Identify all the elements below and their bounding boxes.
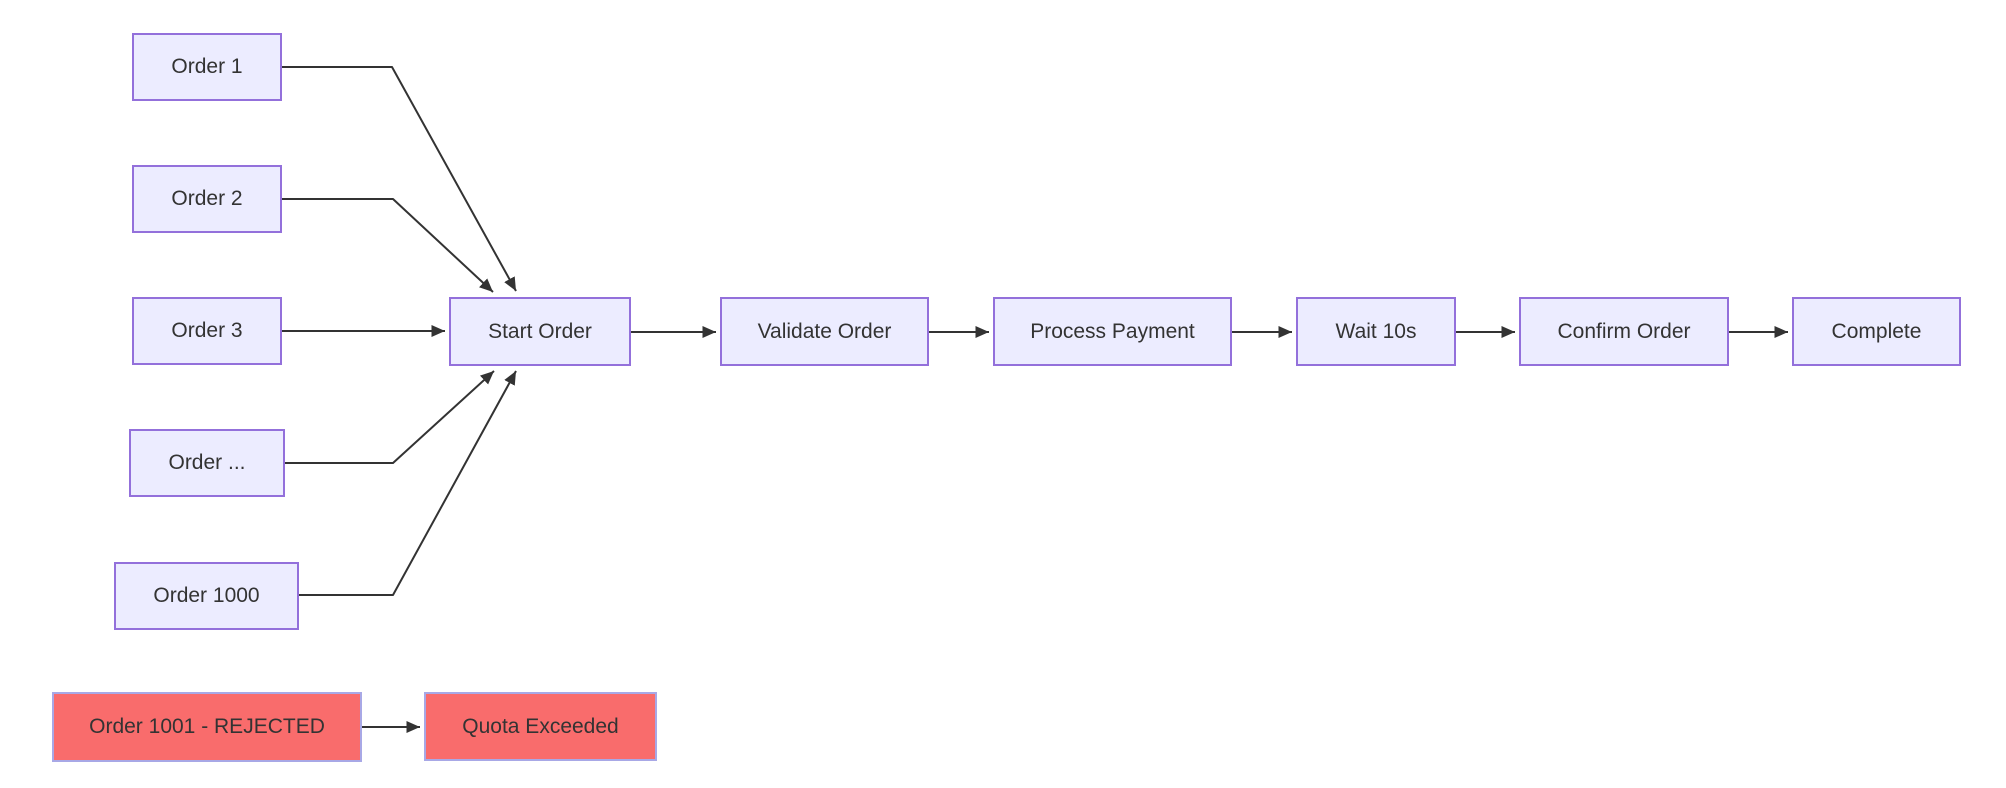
node-label: Complete xyxy=(1831,319,1922,343)
node-label: Order ... xyxy=(168,451,246,475)
node-process-payment: Process Payment xyxy=(993,297,1232,366)
node-order-3: Order 3 xyxy=(132,297,282,365)
node-confirm-order: Confirm Order xyxy=(1519,297,1729,366)
node-order-ellipsis: Order ... xyxy=(129,429,285,497)
node-label: Confirm Order xyxy=(1557,319,1691,343)
node-label: Process Payment xyxy=(1030,319,1195,343)
node-validate-order: Validate Order xyxy=(720,297,929,366)
node-label: Quota Exceeded xyxy=(462,714,619,738)
node-order-1001-rejected: Order 1001 - REJECTED xyxy=(52,692,362,762)
node-order-2: Order 2 xyxy=(132,165,282,233)
node-label: Wait 10s xyxy=(1335,319,1417,343)
node-start-order: Start Order xyxy=(449,297,631,366)
node-order-1000: Order 1000 xyxy=(114,562,299,630)
node-complete: Complete xyxy=(1792,297,1961,366)
edge-order-2-to-start-order xyxy=(282,198,494,293)
node-label: Validate Order xyxy=(757,319,892,343)
edge-order-1000-to-start-order xyxy=(299,370,517,596)
node-order-1: Order 1 xyxy=(132,33,282,101)
node-label: Order 1001 - REJECTED xyxy=(89,715,325,739)
node-label: Start Order xyxy=(488,319,592,343)
node-label: Order 1 xyxy=(171,55,243,79)
node-label: Order 1000 xyxy=(153,584,260,608)
edge-order-ellipsis-to-start-order xyxy=(285,370,495,464)
node-wait-10s: Wait 10s xyxy=(1296,297,1456,366)
node-label: Order 3 xyxy=(171,319,243,343)
node-quota-exceeded: Quota Exceeded xyxy=(424,692,657,761)
edge-order-1-to-start-order xyxy=(282,66,517,292)
node-label: Order 2 xyxy=(171,187,243,211)
